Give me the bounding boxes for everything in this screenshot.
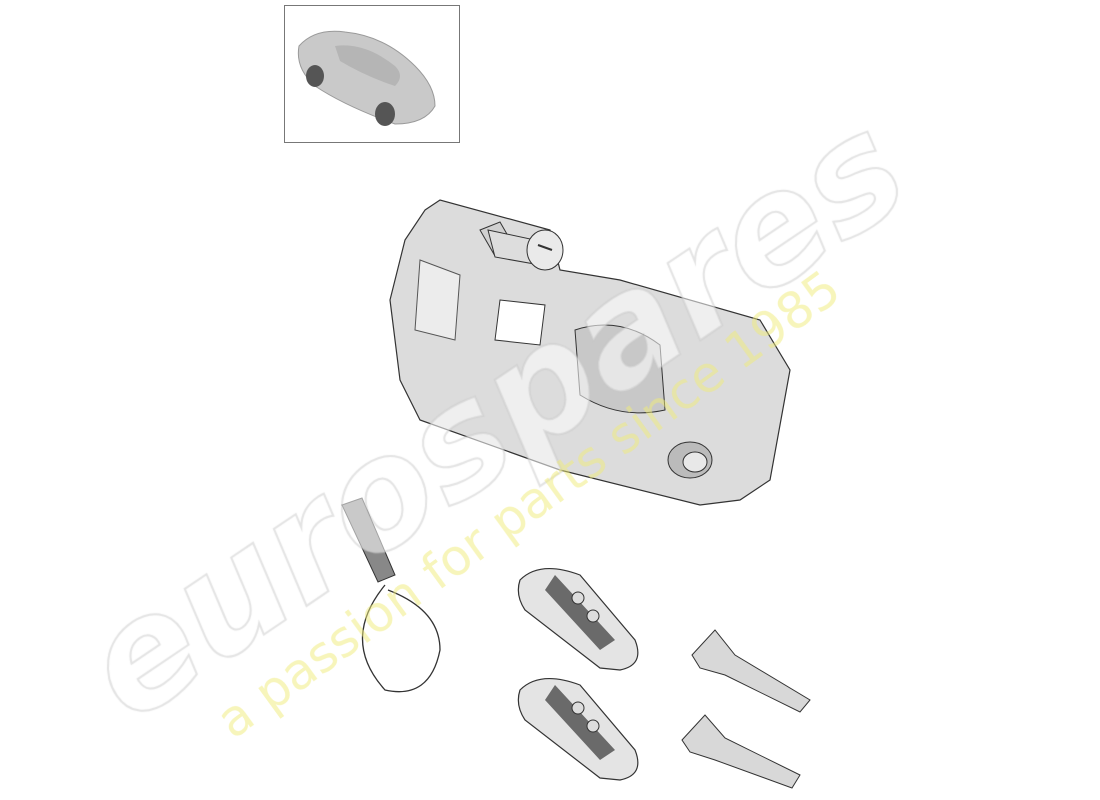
watermark-brand-logo: [0, 0, 1100, 800]
parts-diagram: a passion for parts since 1985: [0, 0, 1100, 800]
